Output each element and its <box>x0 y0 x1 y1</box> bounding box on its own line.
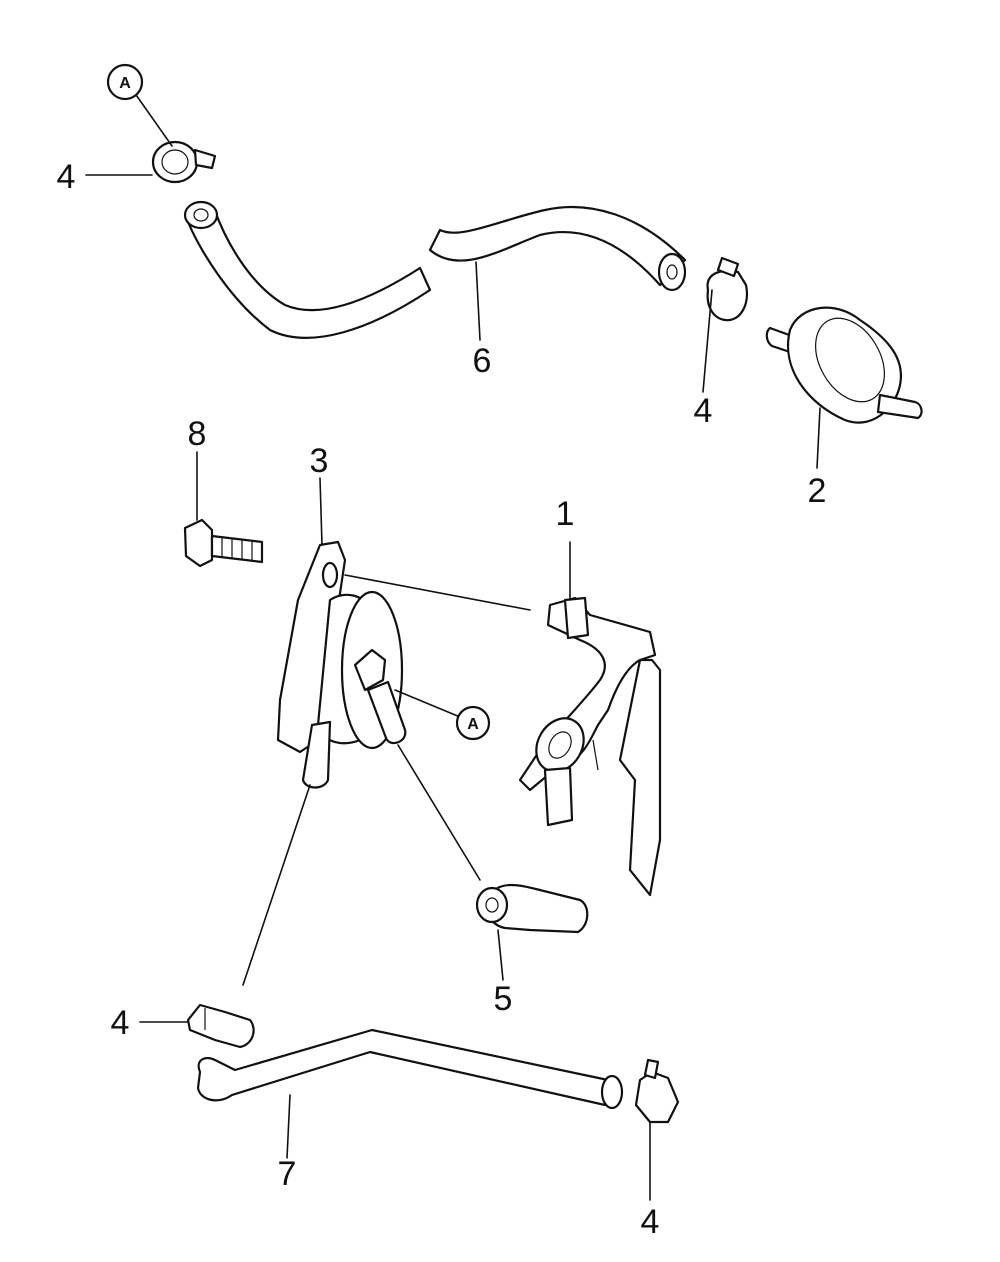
svg-text:A: A <box>467 716 479 733</box>
callout-5: 5 <box>494 980 513 1018</box>
callout-6: 6 <box>473 342 492 380</box>
callout-4-bottom-left: 4 <box>111 1004 130 1042</box>
callout-8: 8 <box>188 415 207 453</box>
fuel-hose-short <box>475 883 589 934</box>
callout-2: 2 <box>808 472 827 510</box>
callout-3: 3 <box>310 442 329 480</box>
fuel-hose-upper <box>183 200 687 339</box>
fuel-filter <box>765 306 923 424</box>
hose-clamp-right <box>706 256 748 322</box>
callout-4-top-left: 4 <box>57 158 76 196</box>
callout-4-bottom-right: 4 <box>641 1203 660 1241</box>
fuel-hose-lower <box>196 1028 624 1110</box>
leader-lines <box>85 91 821 1201</box>
reference-marker-top: A <box>106 63 144 101</box>
svg-text:A: A <box>119 75 131 92</box>
hose-clamp-lower-right <box>634 1058 680 1124</box>
callout-labels: 4 6 4 2 8 3 1 5 4 7 4 <box>57 158 827 1241</box>
pump-bracket <box>518 596 662 897</box>
callout-4-top-right: 4 <box>694 392 713 430</box>
mounting-bolt <box>183 518 264 568</box>
callout-7: 7 <box>278 1155 297 1193</box>
callout-1: 1 <box>556 495 575 533</box>
reference-marker-mid: A <box>455 705 491 741</box>
hose-clamp-top-left <box>151 140 217 184</box>
hose-clamp-lower-left <box>186 1003 255 1049</box>
fuel-pump <box>276 540 407 789</box>
